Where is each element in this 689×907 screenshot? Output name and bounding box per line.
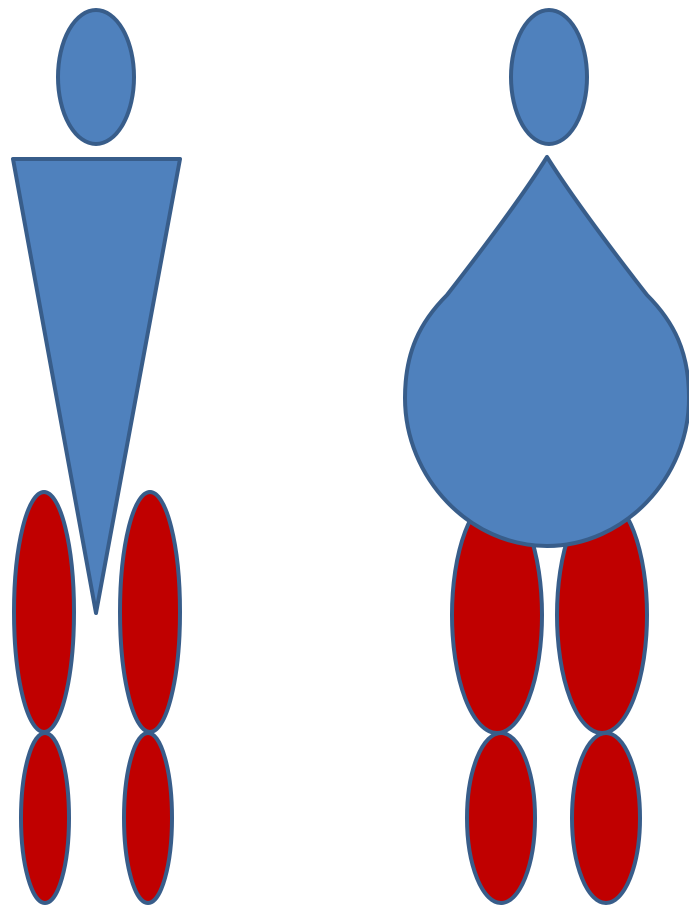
right-shin bbox=[572, 733, 640, 903]
head bbox=[511, 10, 587, 144]
head bbox=[58, 10, 134, 144]
right-shin bbox=[124, 733, 172, 903]
figure-inverted-triangle bbox=[13, 10, 180, 903]
figure-teardrop bbox=[405, 10, 689, 903]
torso-teardrop bbox=[405, 157, 689, 546]
left-shin bbox=[467, 733, 535, 903]
left-shin bbox=[21, 733, 69, 903]
left-thigh bbox=[14, 492, 74, 732]
right-thigh bbox=[120, 492, 180, 732]
